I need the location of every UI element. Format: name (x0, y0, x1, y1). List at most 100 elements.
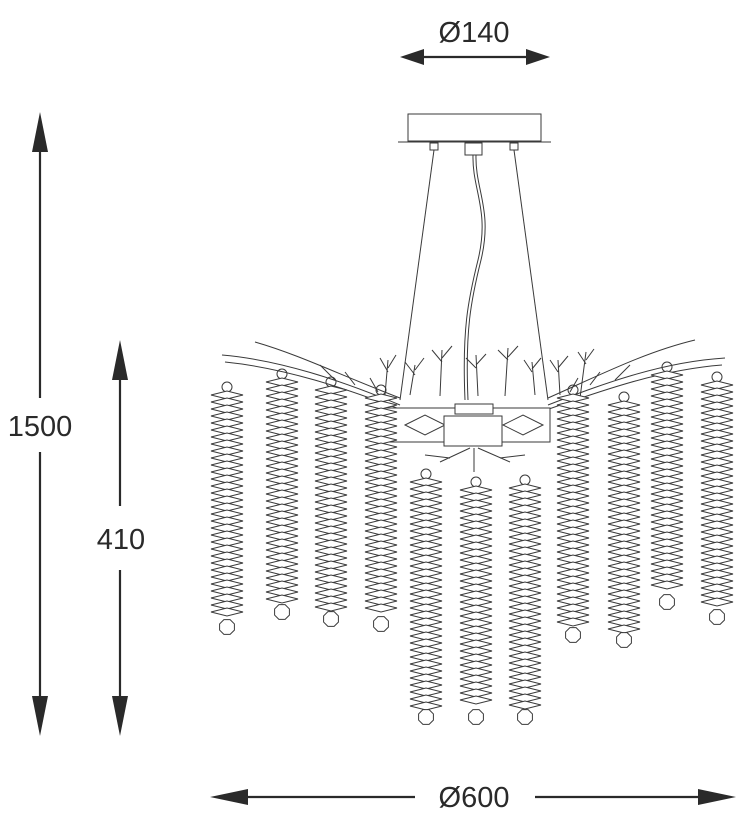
crystal-bead (607, 568, 641, 578)
crystal-bead (409, 624, 443, 634)
suspension (399, 149, 549, 401)
crystal-bead (314, 385, 348, 395)
crystal-bead (409, 484, 443, 494)
crystal-strand (556, 384, 590, 643)
crystal-bead (700, 387, 734, 397)
crystal-bead (459, 618, 493, 628)
crystal-bead (556, 519, 590, 529)
crystal-bead (265, 412, 299, 422)
crystal-bead (314, 525, 348, 535)
crystal-bead (364, 449, 398, 459)
crystal-strand (459, 476, 493, 725)
canopy-diameter-label: Ø140 (439, 17, 510, 49)
crystal-bead (700, 527, 734, 537)
crystal-bead (265, 391, 299, 401)
crystal-bead (700, 506, 734, 516)
crystal-bead (700, 485, 734, 495)
crystal-bead (700, 408, 734, 418)
crystal-bead (459, 590, 493, 600)
crystal-bead (409, 645, 443, 655)
crystal-bead (508, 511, 542, 521)
crystal-bead (556, 505, 590, 515)
crystal-bead (210, 460, 244, 470)
crystal-bead (556, 421, 590, 431)
crystal-bead (314, 483, 348, 493)
crystal-bead (459, 520, 493, 530)
crystal-bead (650, 482, 684, 492)
crystal-bead (210, 439, 244, 449)
crystal-bead (650, 447, 684, 457)
crystal-bead (409, 638, 443, 648)
crystal-bead (265, 461, 299, 471)
crystal-bead (265, 384, 299, 394)
crystal-bead (314, 581, 348, 591)
crystal-bead (409, 701, 443, 711)
canopy-plate (407, 113, 542, 142)
crystal-bead (508, 595, 542, 605)
crystal-bead (556, 442, 590, 452)
crystal-bead (700, 394, 734, 404)
crystal-bead (409, 659, 443, 669)
crystal-bead (650, 440, 684, 450)
crystal-bead (508, 483, 542, 493)
crystal-pendant (709, 609, 725, 625)
crystal-pendant (274, 604, 290, 620)
crystal-bead (265, 405, 299, 415)
crystal-bead (700, 471, 734, 481)
crystal-bead (210, 551, 244, 561)
crystal-bead (700, 457, 734, 467)
crystal-bead (314, 476, 348, 486)
suspension-wire-left (399, 149, 435, 401)
body-diameter-dimension: Ø600 (210, 782, 736, 814)
crystal-bead (265, 524, 299, 534)
crystal-bead (364, 428, 398, 438)
crystal-bead (265, 489, 299, 499)
crystal-bead (650, 545, 684, 555)
crystal-bead (409, 687, 443, 697)
crystal-bead (409, 526, 443, 536)
crystal-bead (508, 679, 542, 689)
crystal-bead (210, 600, 244, 610)
crystal-bead (556, 498, 590, 508)
crystal-pendant (517, 709, 533, 725)
crystal-bead (556, 617, 590, 627)
crystal-bead (607, 505, 641, 515)
crystal-bead (210, 488, 244, 498)
crystal-bead (314, 595, 348, 605)
crystal-bead (210, 453, 244, 463)
crystal-bead (650, 573, 684, 583)
crystal-bead (364, 512, 398, 522)
crystal-bead (650, 496, 684, 506)
crystal-bead (556, 582, 590, 592)
crystal-bead (210, 418, 244, 428)
crystal-bead (700, 436, 734, 446)
crystal-bead (314, 406, 348, 416)
crystal-bead (364, 533, 398, 543)
crystal-bead (700, 576, 734, 586)
crystal-pendant (219, 619, 235, 635)
crystal-bead (607, 498, 641, 508)
crystal-bead (459, 611, 493, 621)
crystal-bead (556, 470, 590, 480)
crystal-bead (700, 597, 734, 607)
crystal-bead (409, 596, 443, 606)
crystal-bead (508, 700, 542, 710)
crystal-strand (265, 368, 299, 620)
crystal-bead (700, 499, 734, 509)
crystal-bead (508, 693, 542, 703)
crystal-bead (409, 666, 443, 676)
crystal-bead (409, 498, 443, 508)
crystal-bead (607, 400, 641, 410)
crystal-bead (364, 547, 398, 557)
crystal-bead (364, 561, 398, 571)
crystal-bead (508, 539, 542, 549)
crystal-bead (607, 554, 641, 564)
crystal-bead (265, 433, 299, 443)
hub-center-block (443, 415, 503, 447)
crystal-bead (650, 377, 684, 387)
crystal-bead (650, 468, 684, 478)
crystal-bead (364, 484, 398, 494)
crystal-bead (265, 559, 299, 569)
crystal-bead (700, 401, 734, 411)
crystal-bead (364, 575, 398, 585)
